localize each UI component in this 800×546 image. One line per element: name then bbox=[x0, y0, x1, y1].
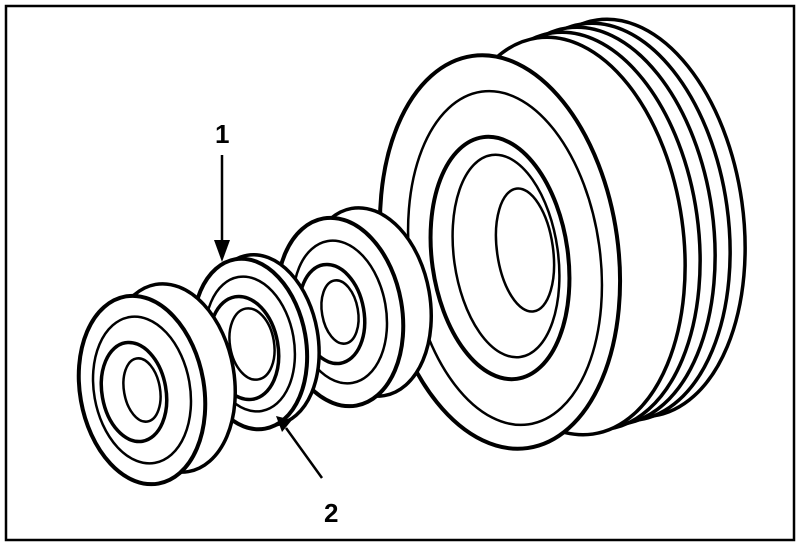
bearing-left bbox=[76, 282, 237, 487]
seal-ring-bore bbox=[228, 307, 276, 381]
pulley-bore-back bbox=[494, 187, 556, 313]
bearing-right-bore bbox=[320, 279, 360, 345]
figure-border bbox=[4, 4, 796, 542]
callout-1-label: 1 bbox=[215, 119, 229, 149]
callout-2-leader bbox=[284, 427, 324, 479]
bearing-left-outer-race bbox=[91, 315, 193, 465]
callout-2-arrowhead bbox=[276, 416, 292, 432]
pulley bbox=[377, 17, 747, 451]
callout-1-arrowhead bbox=[214, 240, 230, 262]
callout-2-label: 2 bbox=[324, 498, 338, 528]
callout-1: 1 bbox=[214, 119, 230, 262]
bearing-left-bore bbox=[122, 357, 162, 423]
pulley-bore-inner bbox=[451, 153, 561, 359]
callout-2: 2 bbox=[276, 416, 338, 528]
bearing-left-inner-race bbox=[99, 340, 169, 444]
